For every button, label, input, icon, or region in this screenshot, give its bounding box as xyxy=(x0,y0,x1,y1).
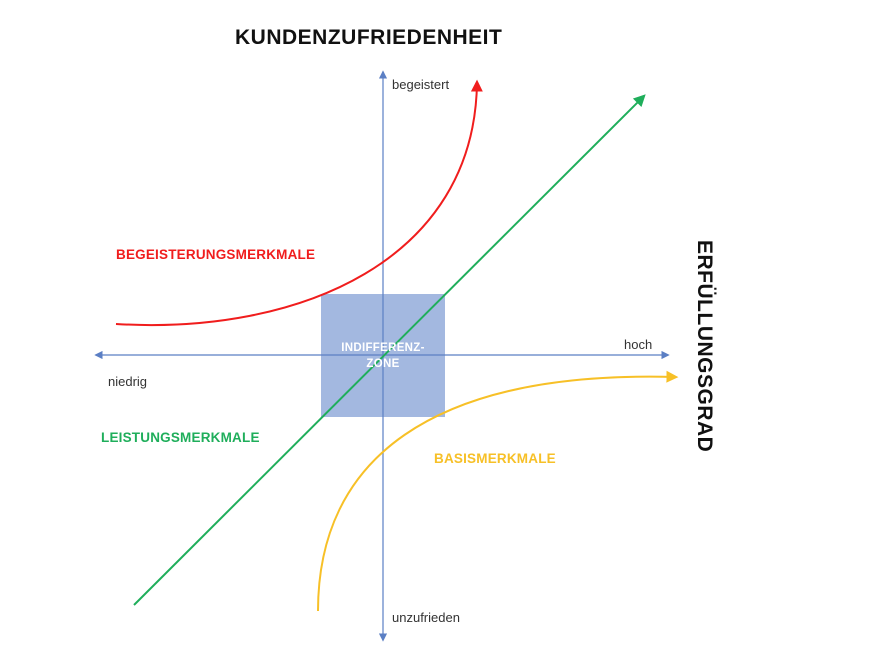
basic-curve xyxy=(317,370,679,612)
axis-label-dissatisfied: unzufrieden xyxy=(392,610,460,625)
title-fulfillment-degree: ERFÜLLUNGSGRAD xyxy=(693,240,716,453)
delight-curve xyxy=(115,79,483,326)
indifference-zone-label: INDIFFERENZ- ZONE xyxy=(321,340,445,372)
axis-label-delighted: begeistert xyxy=(392,77,450,92)
label-delight-features: BEGEISTERUNGSMERKMALE xyxy=(116,247,316,262)
performance-curve xyxy=(133,94,646,606)
zone-label-line1: INDIFFERENZ- xyxy=(341,342,425,354)
label-basic-features: BASISMERKMALE xyxy=(434,451,556,466)
title-customer-satisfaction: KUNDENZUFRIEDENHEIT xyxy=(235,26,503,49)
zone-label-line2: ZONE xyxy=(366,358,400,370)
axis-label-low: niedrig xyxy=(108,374,148,389)
label-performance-features: LEISTUNGSMERKMALE xyxy=(101,430,260,445)
axis-label-high: hoch xyxy=(624,337,653,352)
